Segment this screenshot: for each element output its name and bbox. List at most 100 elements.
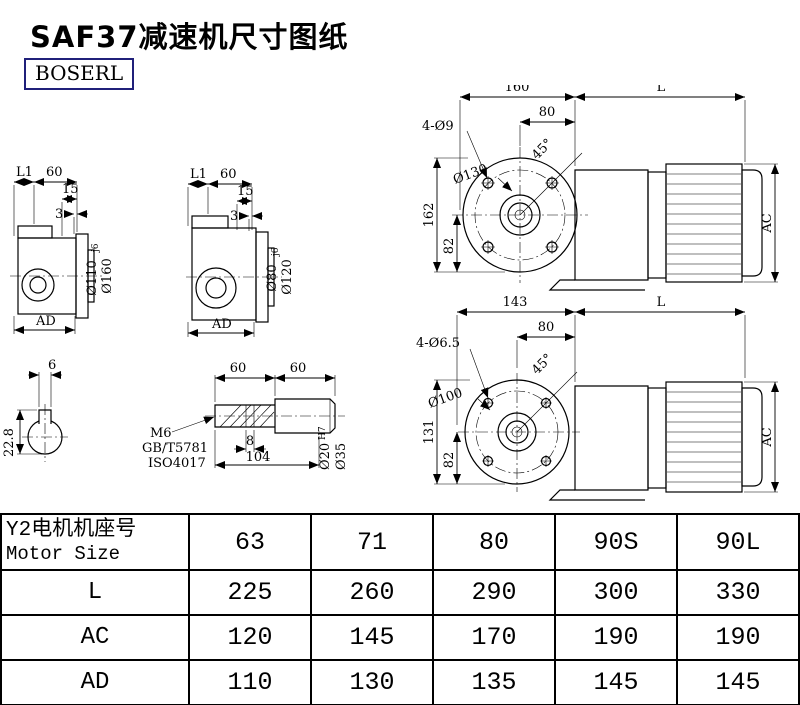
size-71: 71 bbox=[310, 513, 434, 571]
dim-dia35: Ø35 bbox=[334, 443, 349, 470]
technical-drawing: L1 60 15 3 AD bbox=[2, 85, 779, 501]
standard-label: GB/T5781 bbox=[142, 441, 208, 456]
view-shaft-detail: 60 60 M6 GB/T5781 ISO4017 8 bbox=[142, 361, 349, 471]
dim-label: 82 bbox=[442, 452, 457, 469]
cell: 145 bbox=[554, 659, 678, 705]
dim-label: 4-Ø6.5 bbox=[416, 336, 460, 351]
view-shaft-section: 6 22.8 bbox=[2, 358, 68, 462]
brand-logo: BOSERL bbox=[24, 58, 135, 90]
label-45deg: 45° bbox=[529, 351, 556, 378]
dim-label: 15 bbox=[62, 182, 79, 197]
dim-label: Ø80 bbox=[265, 264, 280, 291]
dim-82: 82 bbox=[442, 215, 461, 272]
view-flange-large: L1 60 15 3 AD bbox=[186, 167, 295, 337]
dim-label: 60 bbox=[46, 165, 63, 180]
header-en: Motor Size bbox=[6, 542, 121, 565]
dim-160: 160 bbox=[459, 85, 576, 210]
cell: 260 bbox=[310, 569, 434, 616]
thread-label: M6 bbox=[150, 426, 172, 441]
header-cn: Y2电机机座号 bbox=[6, 519, 137, 543]
dim-ac: AC bbox=[744, 163, 779, 283]
cell: 145 bbox=[310, 614, 434, 661]
size-90l: 90L bbox=[676, 513, 800, 571]
cell: 225 bbox=[188, 569, 312, 616]
dim-l1: L1 bbox=[13, 165, 35, 236]
dim-104: 104 bbox=[214, 430, 320, 469]
table-row-AC: AC 120 145 170 190 190 bbox=[0, 614, 800, 661]
dim-label: 80 bbox=[539, 105, 556, 120]
row-label: AD bbox=[0, 659, 190, 705]
dim-3: 3 bbox=[230, 209, 263, 231]
dim-label: Ø120 bbox=[280, 259, 295, 294]
cell: 135 bbox=[432, 659, 556, 705]
standard-label: ISO4017 bbox=[148, 456, 206, 471]
label-bolt-circle-dia: Ø130 bbox=[451, 162, 513, 192]
size-90s: 90S bbox=[554, 513, 678, 571]
dim-L: L bbox=[575, 85, 746, 162]
dim-label: Ø130 bbox=[451, 162, 489, 188]
dim-131: 131 bbox=[422, 379, 505, 485]
view-assembly-top: 160 L 80 4-Ø9 45° Ø130 bbox=[422, 85, 779, 291]
dim-label: Ø110 bbox=[85, 260, 100, 295]
view-flange-small: L1 60 15 3 AD bbox=[10, 165, 115, 334]
dim-label: AC bbox=[760, 213, 775, 233]
dim-60a: 60 bbox=[214, 361, 276, 402]
row-label: L bbox=[0, 569, 190, 616]
size-63: 63 bbox=[188, 513, 312, 571]
dim-label: AD bbox=[35, 314, 56, 329]
dim-label: 60 bbox=[290, 361, 307, 376]
dim-label: 22.8 bbox=[2, 428, 17, 457]
cell: 190 bbox=[676, 614, 800, 661]
dim-22-8: 22.8 bbox=[2, 409, 42, 457]
page-title: SAF37减速机尺寸图纸 bbox=[30, 20, 349, 54]
dim-label: L bbox=[657, 295, 666, 310]
dim-label: 82 bbox=[442, 238, 457, 255]
dim-label: Ø160 bbox=[100, 258, 115, 293]
cell: 130 bbox=[310, 659, 434, 705]
cell: 170 bbox=[432, 614, 556, 661]
dim-60: 60 bbox=[208, 167, 253, 230]
dim-6: 6 bbox=[28, 358, 62, 407]
dim-L: L bbox=[575, 295, 746, 378]
dim-label: 80 bbox=[538, 320, 555, 335]
dim-label: AC bbox=[760, 427, 775, 447]
dim-label: 3 bbox=[230, 209, 238, 224]
cell: 145 bbox=[676, 659, 800, 705]
dim-60b: 60 bbox=[275, 361, 336, 396]
dim-label: 104 bbox=[246, 450, 271, 465]
dim-label: 60 bbox=[220, 167, 237, 182]
dim-label: 160 bbox=[505, 85, 530, 95]
dim-ad: AD bbox=[13, 314, 76, 334]
table-row-AD: AD 110 130 135 145 145 bbox=[0, 659, 800, 705]
cell: 300 bbox=[554, 569, 678, 616]
dim-label: 162 bbox=[422, 203, 437, 228]
label-bolt-holes: 4-Ø9 bbox=[422, 119, 488, 179]
dim-label: 4-Ø9 bbox=[422, 119, 454, 134]
dim-label: Ø35 bbox=[334, 443, 349, 470]
dim-15: 15 bbox=[61, 182, 79, 236]
dim-label: 45° bbox=[529, 351, 556, 378]
dim-dia80: Ø80 j6 bbox=[265, 247, 281, 291]
label-bolt-holes: 4-Ø6.5 bbox=[416, 336, 489, 399]
dim-dia120: Ø120 bbox=[280, 259, 295, 294]
dim-ad: AD bbox=[187, 317, 255, 337]
dim-dia110: Ø110 j6 bbox=[85, 243, 101, 296]
dim-tolerance: H7 bbox=[318, 426, 328, 440]
dim-tolerance: j6 bbox=[91, 243, 101, 253]
dim-label: L bbox=[657, 85, 666, 95]
dim-8: 8 bbox=[234, 430, 266, 453]
row-label: AC bbox=[0, 614, 190, 661]
dim-label: 8 bbox=[246, 434, 254, 449]
table-row-L: L 225 260 290 300 330 bbox=[0, 569, 800, 616]
dim-80: 80 bbox=[519, 105, 575, 146]
dim-label: L1 bbox=[16, 165, 33, 180]
dim-3: 3 bbox=[55, 207, 88, 234]
motor-size-header: Y2电机机座号 Motor Size bbox=[0, 513, 190, 571]
dim-bore: Ø20 H7 bbox=[318, 426, 333, 470]
cell: 290 bbox=[432, 569, 556, 616]
label-thread: M6 GB/T5781 ISO4017 bbox=[142, 416, 215, 471]
dim-label: Ø100 bbox=[426, 386, 464, 412]
view-assembly-bottom: 143 L 80 4-Ø6.5 45° Ø100 bbox=[416, 295, 779, 501]
label-bolt-circle-dia: Ø100 bbox=[426, 386, 491, 412]
